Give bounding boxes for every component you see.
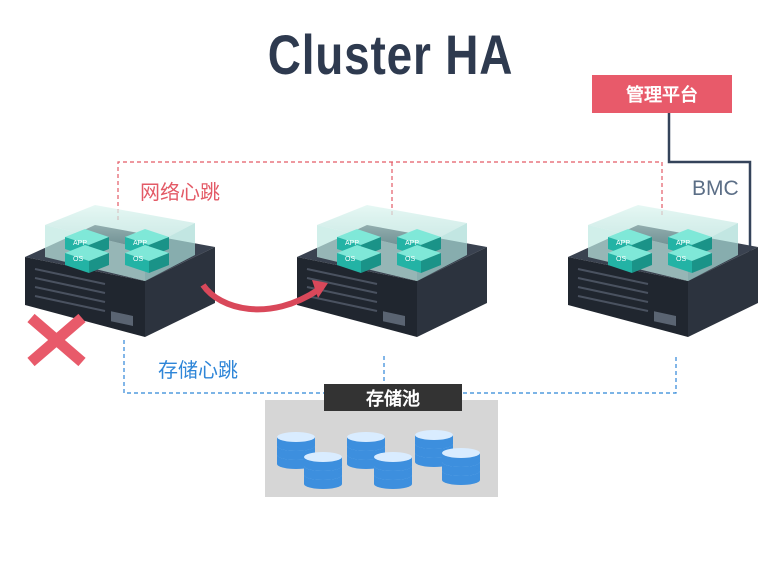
- app-label: APP: [73, 240, 87, 247]
- app-label: APP: [345, 240, 359, 247]
- storage-disk-icon: [415, 430, 453, 467]
- network-heartbeat-lines: [117, 161, 663, 220]
- management-platform-box: 管理平台: [592, 75, 732, 113]
- server-node-2: APP OS APP OS: [297, 205, 487, 337]
- os-label: OS: [133, 256, 143, 263]
- app-label: APP: [676, 240, 690, 247]
- os-label: OS: [73, 256, 83, 263]
- os-label: OS: [405, 256, 415, 263]
- failover-arrow: [200, 283, 320, 313]
- os-label: OS: [616, 256, 626, 263]
- os-label: OS: [676, 256, 686, 263]
- app-os-stack: APP OS: [65, 229, 109, 273]
- storage-disk-icon: [442, 448, 480, 485]
- storage-disk-icon: [374, 452, 412, 489]
- failover-arrow-head: [312, 280, 328, 298]
- storage-pool-label: 存储池: [324, 384, 462, 411]
- app-os-stack: APP OS: [397, 229, 441, 273]
- app-label: APP: [616, 240, 630, 247]
- app-os-stack: APP OS: [125, 229, 169, 273]
- storage-disk-icon: [304, 452, 342, 489]
- app-label: APP: [133, 240, 147, 247]
- server-node-1: APP OS APP OS: [25, 205, 215, 337]
- network-heartbeat-label: 网络心跳: [140, 180, 220, 204]
- failure-x-icon: [27, 313, 86, 367]
- app-label: APP: [405, 240, 419, 247]
- app-os-stack: APP OS: [608, 229, 652, 273]
- page-title: Cluster HA: [267, 23, 514, 86]
- os-label: OS: [345, 256, 355, 263]
- app-os-stack: APP OS: [337, 229, 381, 273]
- app-os-stack: APP OS: [668, 229, 712, 273]
- bmc-link-line: [667, 113, 752, 290]
- server-node-3: APP OS APP OS: [568, 205, 758, 337]
- bmc-label: BMC: [692, 177, 739, 200]
- storage-disk-icon: [347, 432, 385, 469]
- storage-heartbeat-label: 存储心跳: [158, 358, 238, 382]
